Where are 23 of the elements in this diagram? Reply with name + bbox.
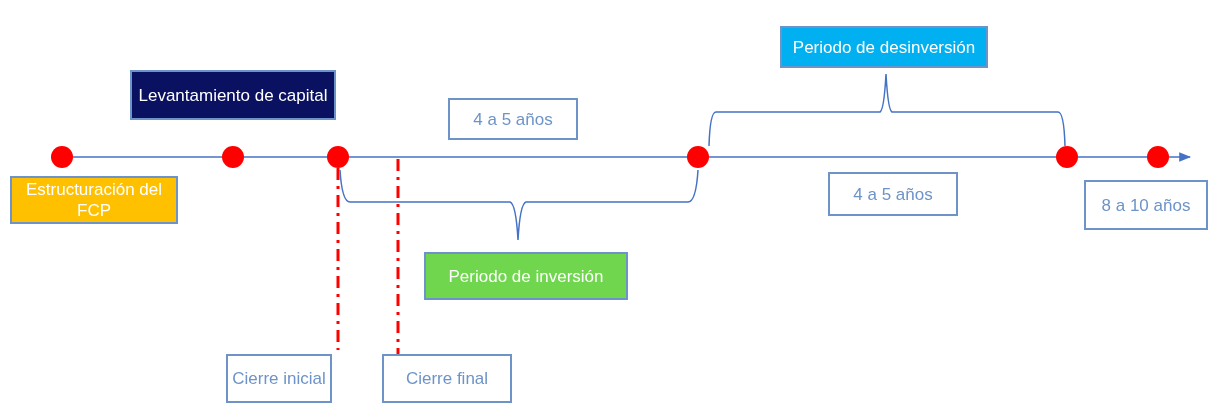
dash-dot-line [396,159,400,354]
duration-label: 4 a 5 años [448,98,578,140]
timeline-line [243,156,328,158]
timeline-dot [222,146,244,168]
duration-label: 4 a 5 años [828,172,958,216]
timeline-line [72,156,223,158]
timeline-dot [51,146,73,168]
timeline-dot [687,146,709,168]
period-label: Periodo de inversión [424,252,628,300]
timeline-line [1168,152,1192,162]
milestone-label: Cierre inicial [226,354,332,403]
phase-label: Levantamiento de capital [130,70,336,120]
milestone-label: Cierre final [382,354,512,403]
duration-label: 8 a 10 años [1084,180,1208,230]
timeline-dot [327,146,349,168]
phase-label: Estructuración del FCP [10,176,178,224]
timeline-dot [1147,146,1169,168]
timeline-line [348,156,688,158]
timeline-dot [1056,146,1078,168]
dash-dot-line [336,168,340,350]
timeline-line [1077,156,1148,158]
timeline-line [708,156,1057,158]
period-label: Periodo de desinversión [780,26,988,68]
